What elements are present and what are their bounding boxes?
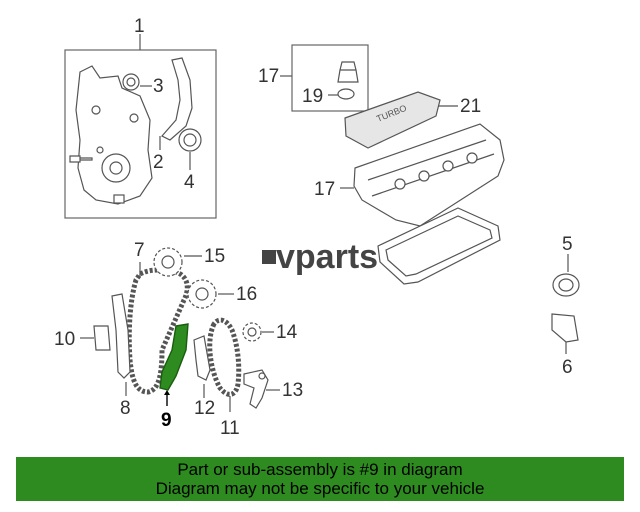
callout-12[interactable]: 12: [194, 398, 215, 419]
part-6-bracket[interactable]: [551, 313, 579, 343]
callout-15[interactable]: 15: [204, 246, 225, 267]
callout-box-19: [291, 44, 369, 112]
oil-cap-group: 17 19: [258, 44, 369, 112]
callout-9[interactable]: 9: [161, 410, 172, 431]
timing-components: 7 15 16 10 8 9 12 11: [54, 240, 303, 439]
callout-21[interactable]: 21: [460, 96, 481, 117]
timing-cover-group: 1 3 2 4: [64, 16, 217, 219]
callout-8[interactable]: 8: [120, 398, 131, 419]
callout-19[interactable]: 17: [258, 66, 279, 87]
part-21-engine-cover[interactable]: [344, 91, 441, 149]
callout-2[interactable]: 2: [153, 152, 164, 173]
part-10-tensioner[interactable]: [93, 325, 111, 351]
part-20-seal[interactable]: [337, 88, 355, 100]
part-11-chain[interactable]: [207, 317, 242, 397]
banner-line-1: Part or sub-assembly is #9 in diagram: [177, 460, 463, 479]
valve-cover-gasket[interactable]: [377, 207, 501, 285]
part-12-guide[interactable]: [193, 335, 211, 381]
info-banner: Part or sub-assembly is #9 in diagram Di…: [16, 457, 624, 501]
callout-20[interactable]: 19: [302, 86, 323, 107]
part-9-chain-guide[interactable]: [159, 323, 189, 391]
callout-10[interactable]: 10: [54, 329, 75, 350]
callout-16[interactable]: 16: [236, 284, 257, 305]
right-parts-group: 5 6: [551, 234, 580, 378]
callout-17-label[interactable]: 17: [314, 179, 335, 200]
timing-cover[interactable]: [75, 65, 153, 205]
banner-line-2: Diagram may not be specific to your vehi…: [155, 479, 485, 498]
watermark-logo: vparts: [262, 238, 378, 276]
part-8-guide[interactable]: [111, 293, 131, 379]
oil-filler-cap[interactable]: [337, 61, 359, 83]
part-2-gasket[interactable]: [161, 57, 193, 141]
valve-cover-group: TURBO 21 17 17: [314, 91, 505, 285]
watermark-text: vparts: [276, 238, 378, 276]
bolt: [69, 155, 93, 163]
callout-3[interactable]: 3: [153, 76, 164, 97]
callout-5[interactable]: 5: [562, 234, 573, 255]
callout-4[interactable]: 4: [184, 172, 195, 193]
callout-13[interactable]: 13: [282, 380, 303, 401]
callout-7[interactable]: 7: [134, 240, 145, 261]
callout-11[interactable]: 11: [220, 418, 240, 439]
callout-1[interactable]: 1: [134, 16, 145, 37]
callout-6[interactable]: 6: [562, 357, 573, 378]
callout-14[interactable]: 14: [276, 322, 298, 343]
